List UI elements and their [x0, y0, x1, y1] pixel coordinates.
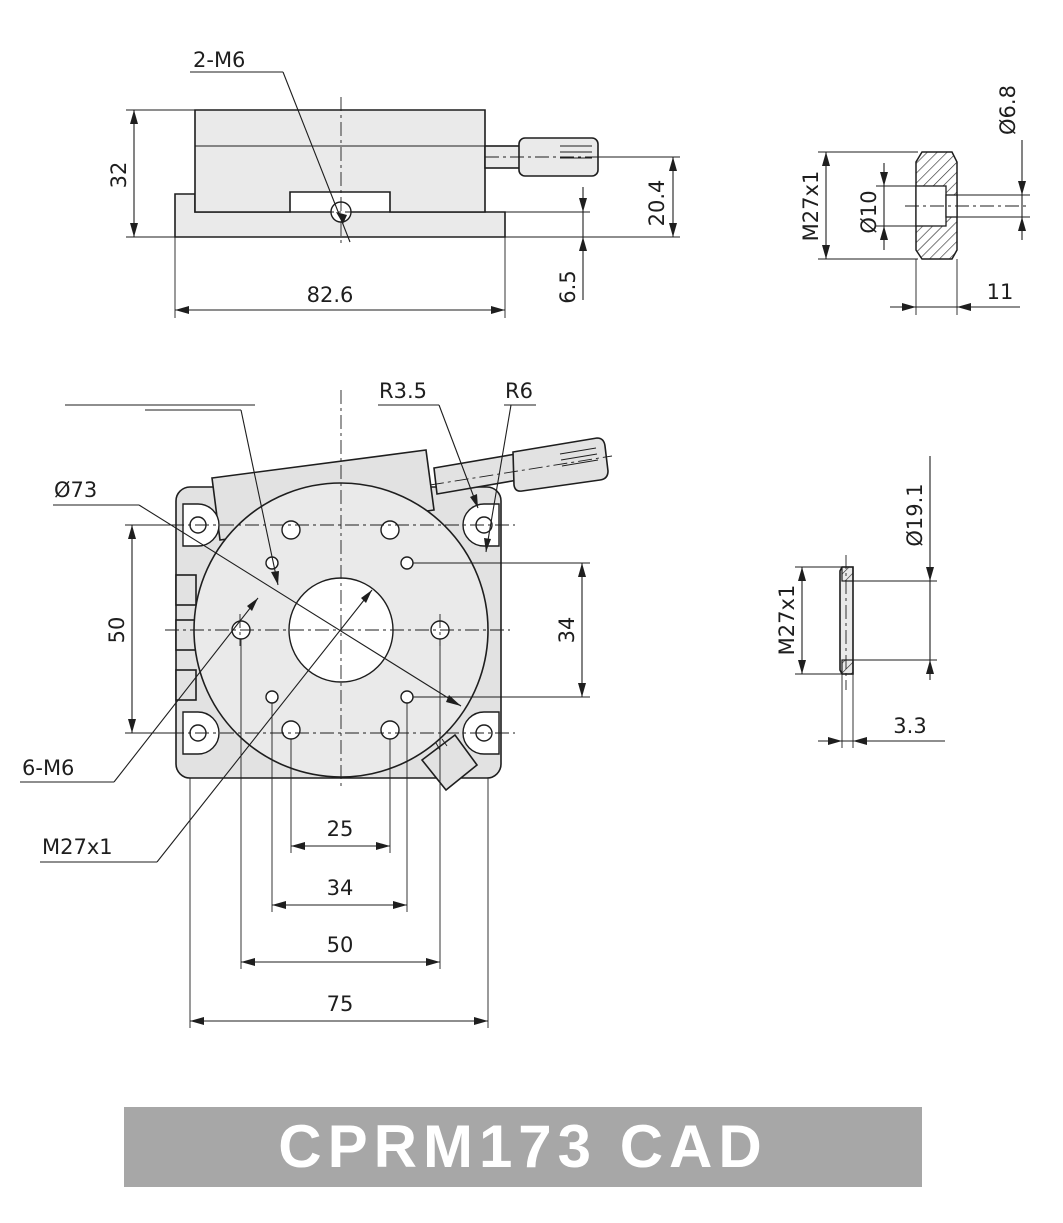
ring-thread-label: M27x1 — [775, 585, 799, 656]
side-thread-label: 2-M6 — [193, 48, 245, 72]
top-view — [20, 390, 613, 1028]
top-center-thread-label: M27x1 — [42, 835, 113, 859]
top-w34-label: 34 — [327, 876, 354, 900]
side-base-height-label: 6.5 — [556, 270, 580, 303]
cap-thread-label: M27x1 — [799, 171, 823, 242]
top-w75-label: 75 — [327, 992, 354, 1016]
ring-diameter-label: Ø19.1 — [903, 483, 927, 546]
top-hole — [281, 720, 301, 740]
ring-body — [839, 566, 854, 675]
cap-diameter-label: Ø6.8 — [996, 85, 1020, 135]
top-diameter-label: Ø73 — [54, 478, 97, 502]
side-view — [126, 71, 680, 318]
top-holes-label: 6-M6 — [22, 756, 74, 780]
title-banner: CPRM173 CAD — [124, 1107, 922, 1187]
top-height-label: 50 — [105, 617, 129, 644]
side-width-label: 82.6 — [307, 283, 354, 307]
side-height-label: 32 — [107, 162, 131, 189]
side-body — [194, 109, 486, 213]
top-r2-label: R6 — [505, 379, 533, 403]
top-r1-label: R3.5 — [379, 379, 427, 403]
cap-inner-label: Ø10 — [857, 190, 881, 233]
top-hole — [380, 520, 400, 540]
cap-length-label: 11 — [987, 280, 1014, 304]
top-lock-knob — [420, 733, 479, 792]
title-text: CPRM173 CAD — [278, 1113, 768, 1180]
top-w25-label: 25 — [327, 817, 354, 841]
top-hole — [380, 720, 400, 740]
top-right-label: 34 — [555, 617, 579, 644]
top-hole — [281, 520, 301, 540]
cap-section — [818, 140, 1030, 315]
ring-thickness-label: 3.3 — [893, 714, 926, 738]
top-w50-label: 50 — [327, 933, 354, 957]
side-knob-height-label: 20.4 — [645, 180, 669, 227]
ring-section — [795, 456, 945, 748]
